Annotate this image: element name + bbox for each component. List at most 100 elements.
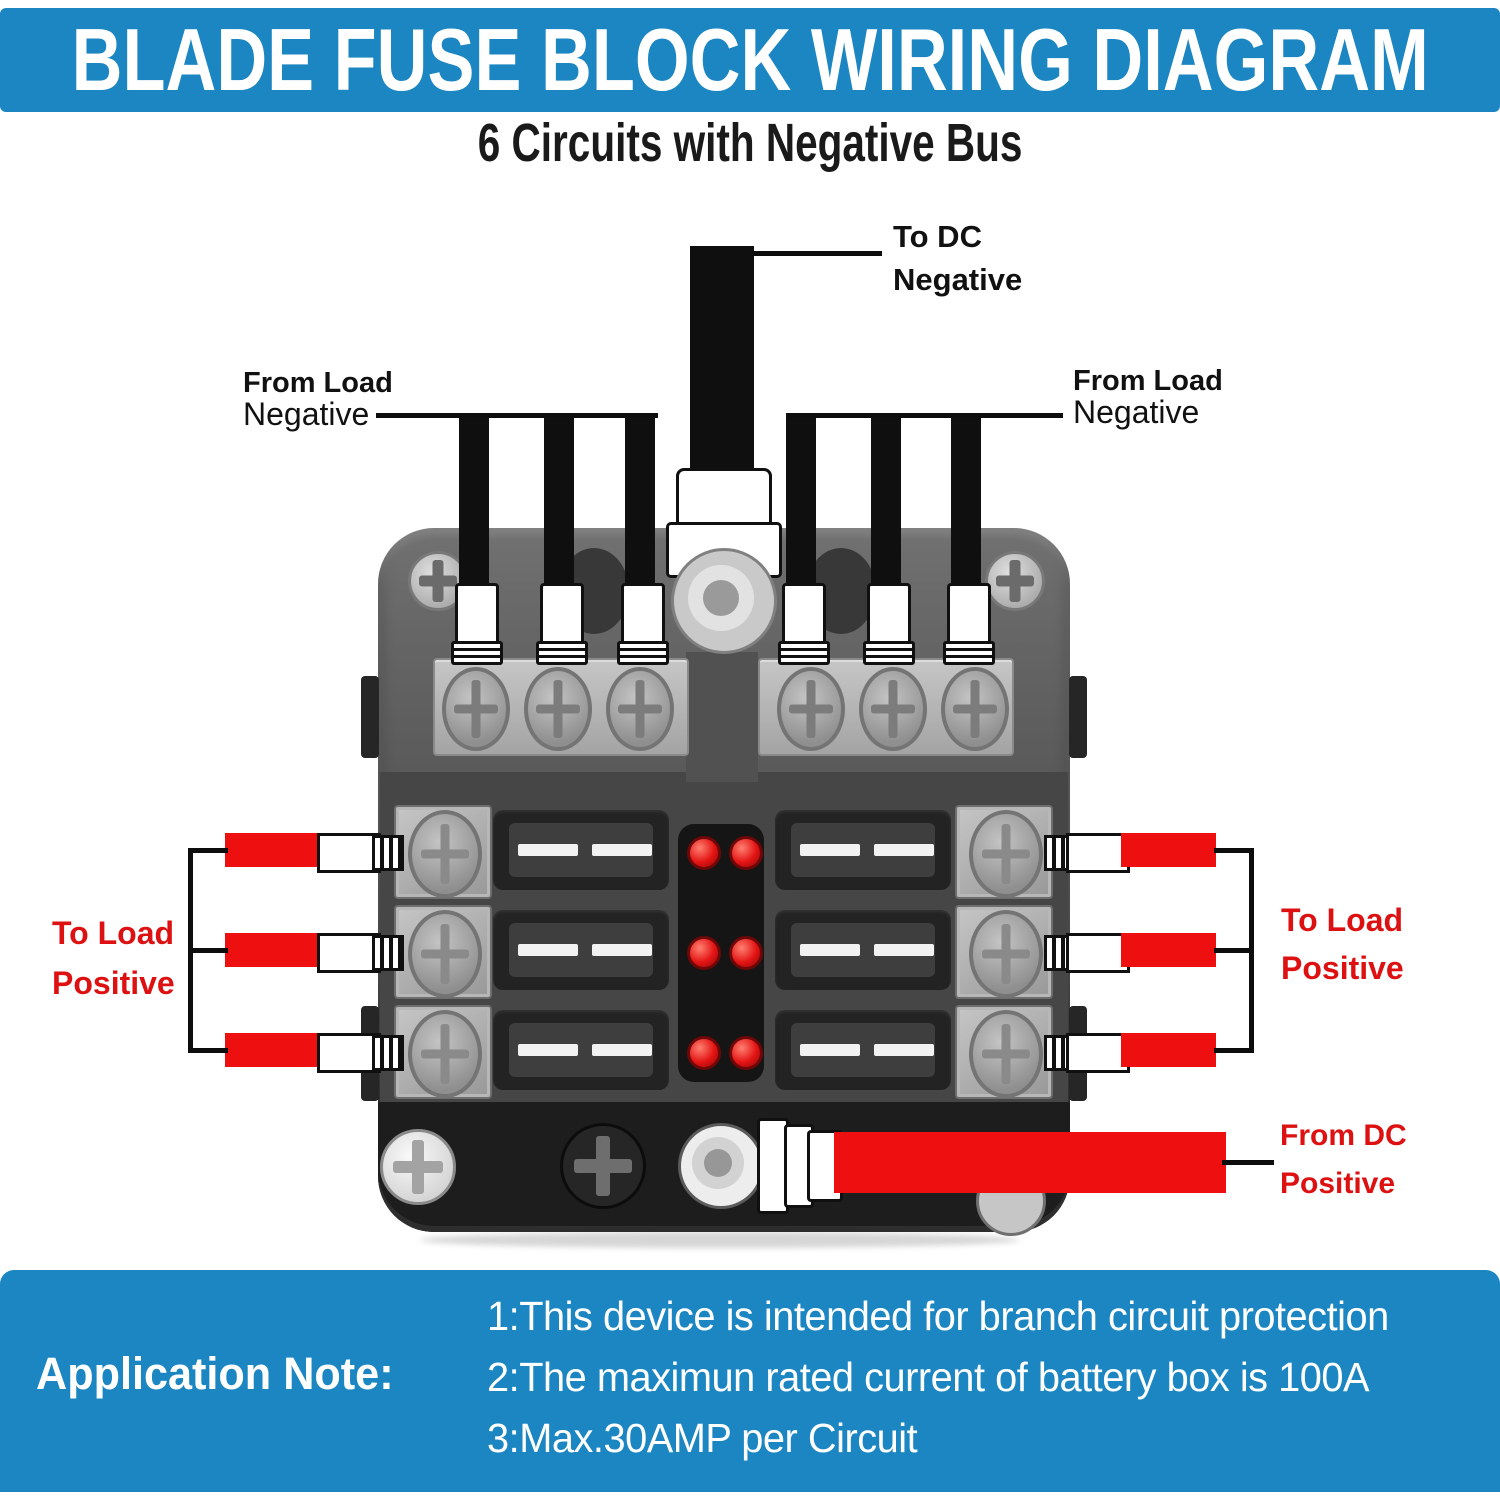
fuse-blade-slot	[592, 944, 652, 956]
fuse-blade-slot	[800, 944, 860, 956]
wire-ferrule	[621, 583, 665, 649]
application-note-item: 3:Max.30AMP per Circuit	[487, 1415, 918, 1461]
to-load-wire-left-1	[225, 833, 320, 867]
terminal-screw-left-1	[408, 810, 482, 898]
to-load-left-stub-1	[188, 848, 228, 853]
from-load-right-leader-line	[786, 413, 1063, 418]
application-note-banner	[0, 1270, 1500, 1492]
terminal-screw-right-1	[969, 810, 1043, 898]
corner-screw-top-right	[985, 551, 1045, 611]
led-indicator	[729, 836, 763, 870]
to-dc-negative-label: To DC Negative	[893, 219, 1023, 297]
wire-connector-ring	[536, 641, 588, 665]
page-subtitle: 6 Circuits with Negative Bus	[477, 113, 1023, 173]
load-negative-wire-2	[544, 415, 574, 587]
wire-connector-ring	[943, 641, 995, 665]
from-load-right-label: From Load Negative	[1073, 365, 1223, 430]
fuse-slot-3	[493, 910, 669, 990]
title-banner: BLADE FUSE BLOCK WIRING DIAGRAM	[0, 8, 1500, 112]
to-load-wire-left-3	[225, 1033, 320, 1067]
application-note-item: 2:The maximun rated current of battery b…	[487, 1354, 1370, 1400]
to-load-wire-right-3	[1121, 1033, 1216, 1067]
wire-clamp	[372, 935, 404, 971]
to-load-left-stub-3	[188, 1048, 228, 1053]
terminal-screw-right-2	[969, 910, 1043, 998]
fuse-blade-slot	[518, 1044, 578, 1056]
bus-screw-6	[941, 667, 1009, 751]
led-indicator	[729, 936, 763, 970]
bus-screw-1	[442, 667, 510, 751]
application-note-item: 1:This device is intended for branch cir…	[487, 1293, 1389, 1339]
mounting-tab-right-upper	[1069, 676, 1087, 758]
led-indicator	[687, 1036, 721, 1070]
from-load-left-label: From Load Negative	[243, 367, 393, 432]
to-load-left-stub-2	[188, 948, 228, 953]
terminal-screw-left-3	[408, 1010, 482, 1098]
to-load-wire-right-2	[1121, 933, 1216, 967]
mounting-tab-left-upper	[361, 676, 379, 758]
wire-ferrule	[540, 583, 584, 649]
bus-screw-3	[606, 667, 674, 751]
fuse-slot-5	[493, 1010, 669, 1090]
wire-ferrule	[455, 583, 499, 649]
application-note-list: 1:This device is intended for branch cir…	[487, 1292, 1417, 1462]
dark-screw-bottom	[560, 1123, 646, 1209]
terminal-screw-left-2	[408, 910, 482, 998]
from-dc-leader-line	[1222, 1160, 1274, 1165]
bus-screw-2	[524, 667, 592, 751]
wire-connector-ring	[863, 641, 915, 665]
to-load-right-stub-1	[1214, 848, 1254, 853]
led-indicator	[687, 836, 721, 870]
dc-negative-main-wire	[690, 246, 754, 472]
to-load-right-stub-3	[1214, 1048, 1254, 1053]
corner-screw-bottom-left	[380, 1129, 456, 1205]
subtitle-wrap: 6 Circuits with Negative Bus	[0, 112, 1500, 174]
to-load-positive-right-label: To Load Positive	[1281, 902, 1404, 986]
fuse-blade-slot	[874, 944, 934, 956]
application-note-heading: Application Note:	[36, 1348, 394, 1399]
load-negative-wire-1	[459, 415, 489, 587]
page-title: BLADE FUSE BLOCK WIRING DIAGRAM	[71, 10, 1429, 109]
led-indicator	[687, 936, 721, 970]
to-dc-leader-line	[752, 251, 882, 256]
wire-ferrule	[947, 583, 991, 649]
wire-connector-ring	[617, 641, 669, 665]
wire-ferrule	[867, 583, 911, 649]
bus-screw-5	[859, 667, 927, 751]
from-load-left-leader-line	[376, 413, 658, 418]
block-shadow	[420, 1232, 1020, 1248]
wire-clamp	[372, 1035, 404, 1071]
wire-connector-ring	[451, 641, 503, 665]
bus-screw-4	[777, 667, 845, 751]
fuse-blade-slot	[592, 844, 652, 856]
to-load-wire-left-2	[225, 933, 320, 967]
wire-connector-ring	[778, 641, 830, 665]
load-negative-wire-4	[786, 415, 816, 587]
load-negative-wire-5	[871, 415, 901, 587]
fuse-blade-slot	[874, 844, 934, 856]
ring-lug-barrel	[676, 468, 772, 530]
fuse-blade-slot	[518, 944, 578, 956]
to-load-wire-right-1	[1121, 833, 1216, 867]
center-stud-column	[686, 652, 758, 782]
negative-stud-center	[703, 580, 739, 616]
to-load-right-stub-2	[1214, 948, 1254, 953]
fuse-slot-2	[775, 810, 951, 890]
fuse-slot-1	[493, 810, 669, 890]
fuse-blade-slot	[800, 844, 860, 856]
from-dc-positive-label: From DC Positive	[1280, 1119, 1407, 1200]
fuse-blade-slot	[874, 1044, 934, 1056]
wire-clamp	[372, 835, 404, 871]
terminal-screw-right-3	[969, 1010, 1043, 1098]
wire-ferrule	[782, 583, 826, 649]
fuse-blade-slot	[800, 1044, 860, 1056]
to-load-positive-left-label: To Load Positive	[52, 915, 175, 1001]
load-negative-wire-3	[625, 415, 655, 587]
load-negative-wire-6	[951, 415, 981, 587]
led-indicator	[729, 1036, 763, 1070]
fuse-blade-slot	[592, 1044, 652, 1056]
dc-positive-main-wire	[834, 1132, 1226, 1193]
fuse-blade-slot	[518, 844, 578, 856]
fuse-slot-6	[775, 1010, 951, 1090]
